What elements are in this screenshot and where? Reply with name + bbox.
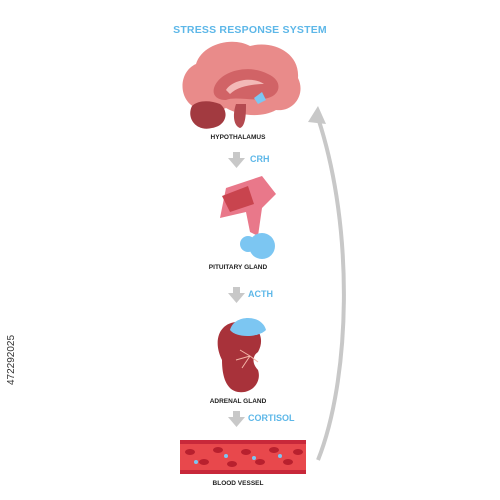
hormone-cortisol: CORTISOL [248,413,295,423]
label-pituitary: PITUITARY GLAND [208,264,268,271]
feedback-arrow [308,106,346,461]
arrow-cortisol [228,411,245,427]
hypothalamus-highlight [254,92,266,104]
vessel-illustration [180,440,306,474]
hormone-crh: CRH [250,154,270,164]
brain-stem [233,104,246,128]
kidney-vessels [235,349,259,369]
hormone-acth: ACTH [248,289,273,299]
pituitary-illustration [220,176,276,259]
brain-cerebellum [190,101,226,129]
pituitary-shadow [222,186,254,212]
arrow-acth [228,287,245,303]
cortisol-particles [194,454,282,464]
label-vessel: BLOOD VESSEL [212,480,264,487]
diagram-title: STRESS RESPONSE SYSTEM [173,24,327,36]
pituitary-lobe [249,233,275,259]
stock-id: 472292025 [6,334,17,385]
label-adrenal: ADRENAL GLAND [209,398,267,405]
arrow-crh [228,152,245,168]
blood-cells [185,447,303,467]
feedback-arrowhead [308,106,326,124]
brain-illustration [182,41,301,129]
kidney-body [217,322,262,393]
adrenal-illustration [217,318,266,393]
flow-arrows [228,152,245,427]
pituitary-lobe-small [240,236,256,252]
label-hypothalamus: HYPOTHALAMUS [210,134,266,141]
brain-ventricle [226,79,264,94]
adrenal-cap [230,318,266,336]
vessel-lumen [180,444,306,470]
feedback-curve [316,117,346,461]
